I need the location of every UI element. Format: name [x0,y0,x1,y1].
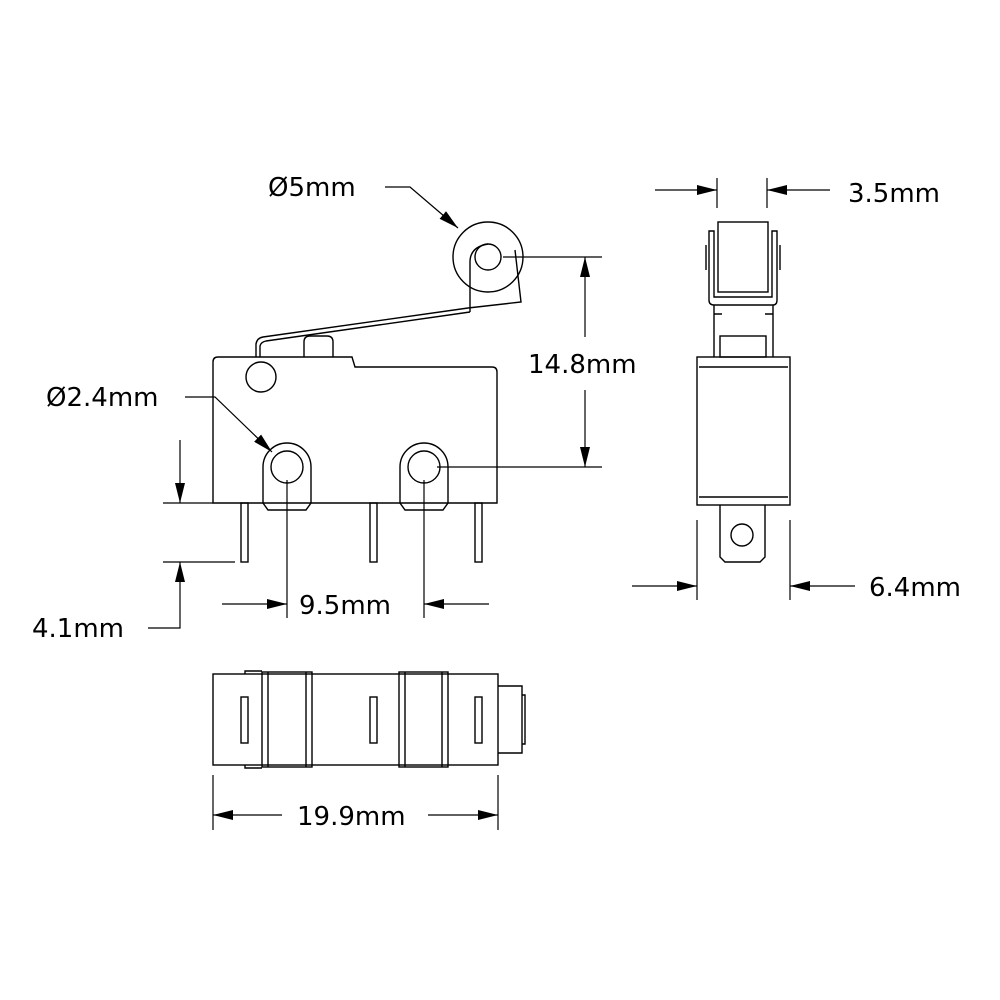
band-left-lines [267,672,307,767]
front-view [212,221,524,563]
label-roller-diameter: Ø5mm [268,173,356,203]
plunger-bottom [498,685,526,754]
switch-body [212,356,498,504]
pin-left [240,502,249,563]
terminal-lug-left [262,442,312,511]
tab-hole [730,523,754,547]
label-roller-width: 3.5mm [848,179,940,209]
dim-pin-length: 4.1mm [32,440,235,644]
dim-roller-diameter: Ø5mm [268,173,459,229]
pin-right [474,502,483,563]
band-right [398,671,449,768]
label-terminal-spacing: 9.5mm [299,591,391,621]
terminal-tab [719,505,766,563]
band-right-lines [404,672,443,767]
dim-body-thickness: 6.4mm [632,520,961,603]
dim-hole-diameter: Ø2.4mm [46,383,273,453]
label-body-length: 19.9mm [297,802,406,832]
pin-slot-left [240,696,249,744]
pin-middle [369,502,378,563]
label-hole-diameter: Ø2.4mm [46,383,158,413]
roller-bracket [705,230,781,306]
body-bottom [212,673,499,766]
band-left [261,671,313,768]
dim-terminal-spacing: 9.5mm [222,480,489,621]
dim-lever-height: 14.8mm [437,256,637,468]
body-side [696,356,791,506]
roller-side [717,221,769,293]
lever [255,307,471,357]
plunger [303,335,334,357]
plunger-side [719,335,767,358]
dim-body-length: 19.9mm [212,775,499,832]
body-side-edges [699,366,788,498]
pin-slot-right [474,696,483,744]
roller-axle [474,243,502,271]
bottom-view [212,670,526,769]
body-bottom-step [244,670,262,769]
terminal-hole-right [407,450,441,484]
pin-slot-middle [369,696,378,744]
label-body-thickness: 6.4mm [869,573,961,603]
mounting-hole [245,361,277,393]
lever-neck [713,305,774,357]
dim-roller-width: 3.5mm [655,178,940,209]
side-view [696,221,791,563]
label-pin-length: 4.1mm [32,614,124,644]
label-lever-height: 14.8mm [528,350,637,380]
terminal-hole-left [270,450,304,484]
